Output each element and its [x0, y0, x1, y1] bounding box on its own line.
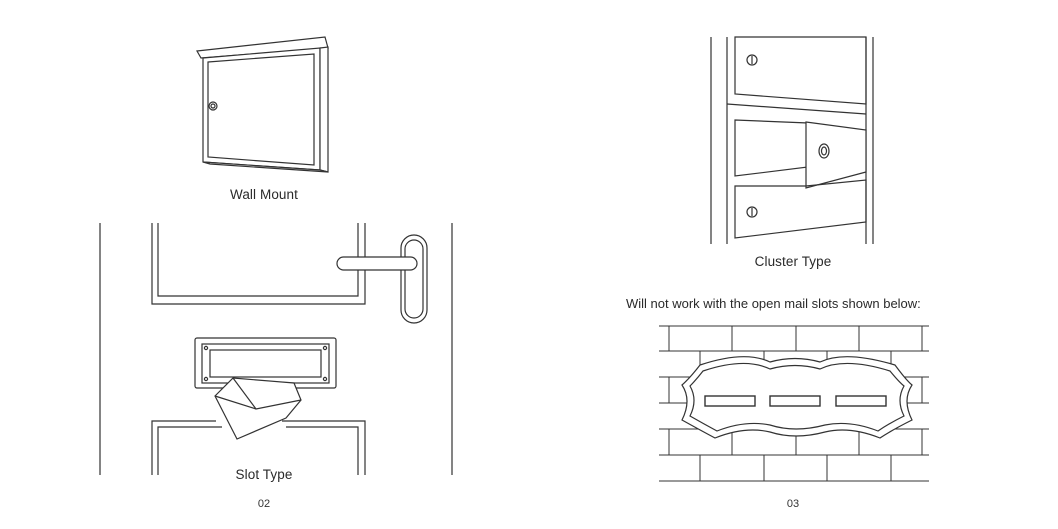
cluster-type-mailbox-drawing: [711, 37, 873, 244]
open-mail-slot-wall-drawing: [659, 326, 929, 481]
page-number-left: 02: [258, 498, 270, 510]
slot-type-door-drawing: [100, 223, 452, 475]
cluster-type-label: Cluster Type: [755, 254, 832, 269]
wall-mount-label: Wall Mount: [230, 187, 298, 202]
wall-mount-mailbox-drawing: [197, 37, 328, 172]
open-slot-warning-text: Will not work with the open mail slots s…: [626, 296, 921, 311]
page-number-right: 03: [787, 498, 799, 510]
slot-type-label: Slot Type: [236, 467, 293, 482]
